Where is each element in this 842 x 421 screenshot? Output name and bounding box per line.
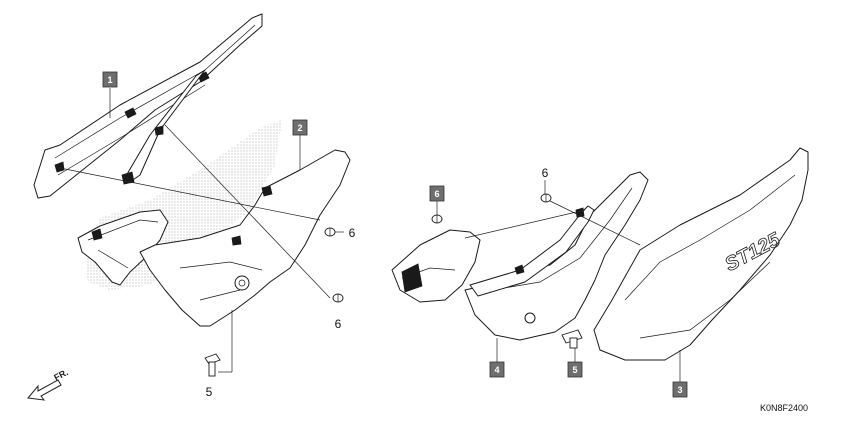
left-fasteners bbox=[204, 227, 344, 377]
svg-text:5: 5 bbox=[572, 365, 577, 375]
inner-bracket bbox=[469, 205, 595, 297]
front-direction-indicator: FR. bbox=[27, 367, 70, 401]
callout-2: 2 bbox=[292, 119, 308, 136]
right-leaders bbox=[436, 180, 681, 382]
arrow-left-down-icon bbox=[27, 379, 62, 401]
front-cowl bbox=[391, 229, 481, 303]
svg-text:2: 2 bbox=[297, 123, 302, 133]
svg-text:3: 3 bbox=[677, 385, 682, 395]
callout-5: 5 bbox=[567, 361, 583, 378]
part-1-rail-cover bbox=[33, 13, 263, 199]
part-4-lower-cover bbox=[464, 171, 649, 341]
screw-6-lower-icon bbox=[332, 293, 344, 303]
callout-3: 3 bbox=[672, 381, 688, 398]
part-2-side-panel bbox=[139, 149, 351, 327]
screw-6-right-icon bbox=[540, 193, 552, 203]
bolt-5-right-icon bbox=[561, 329, 583, 349]
screw-6-upper-icon bbox=[324, 227, 336, 237]
left-leaders bbox=[59, 88, 344, 373]
callout-6: 6 bbox=[429, 185, 445, 202]
callout-4: 4 bbox=[489, 361, 505, 378]
callout-1: 1 bbox=[102, 71, 118, 88]
label-6-screw-right: 6 bbox=[542, 166, 549, 180]
label-6-screw-lower: 6 bbox=[335, 317, 342, 331]
bolt-6-right-icon bbox=[431, 214, 443, 224]
bolt-5-left-icon bbox=[204, 353, 221, 377]
svg-text:6: 6 bbox=[434, 189, 439, 199]
label-5-bolt-left: 5 bbox=[206, 385, 213, 399]
svg-text:4: 4 bbox=[494, 365, 499, 375]
svg-text:1: 1 bbox=[107, 75, 112, 85]
right-fasteners bbox=[431, 193, 583, 349]
fr-label: FR. bbox=[52, 367, 69, 383]
diagram-code: K0N8F2400 bbox=[760, 403, 808, 413]
label-6-screw-upper: 6 bbox=[349, 226, 356, 240]
